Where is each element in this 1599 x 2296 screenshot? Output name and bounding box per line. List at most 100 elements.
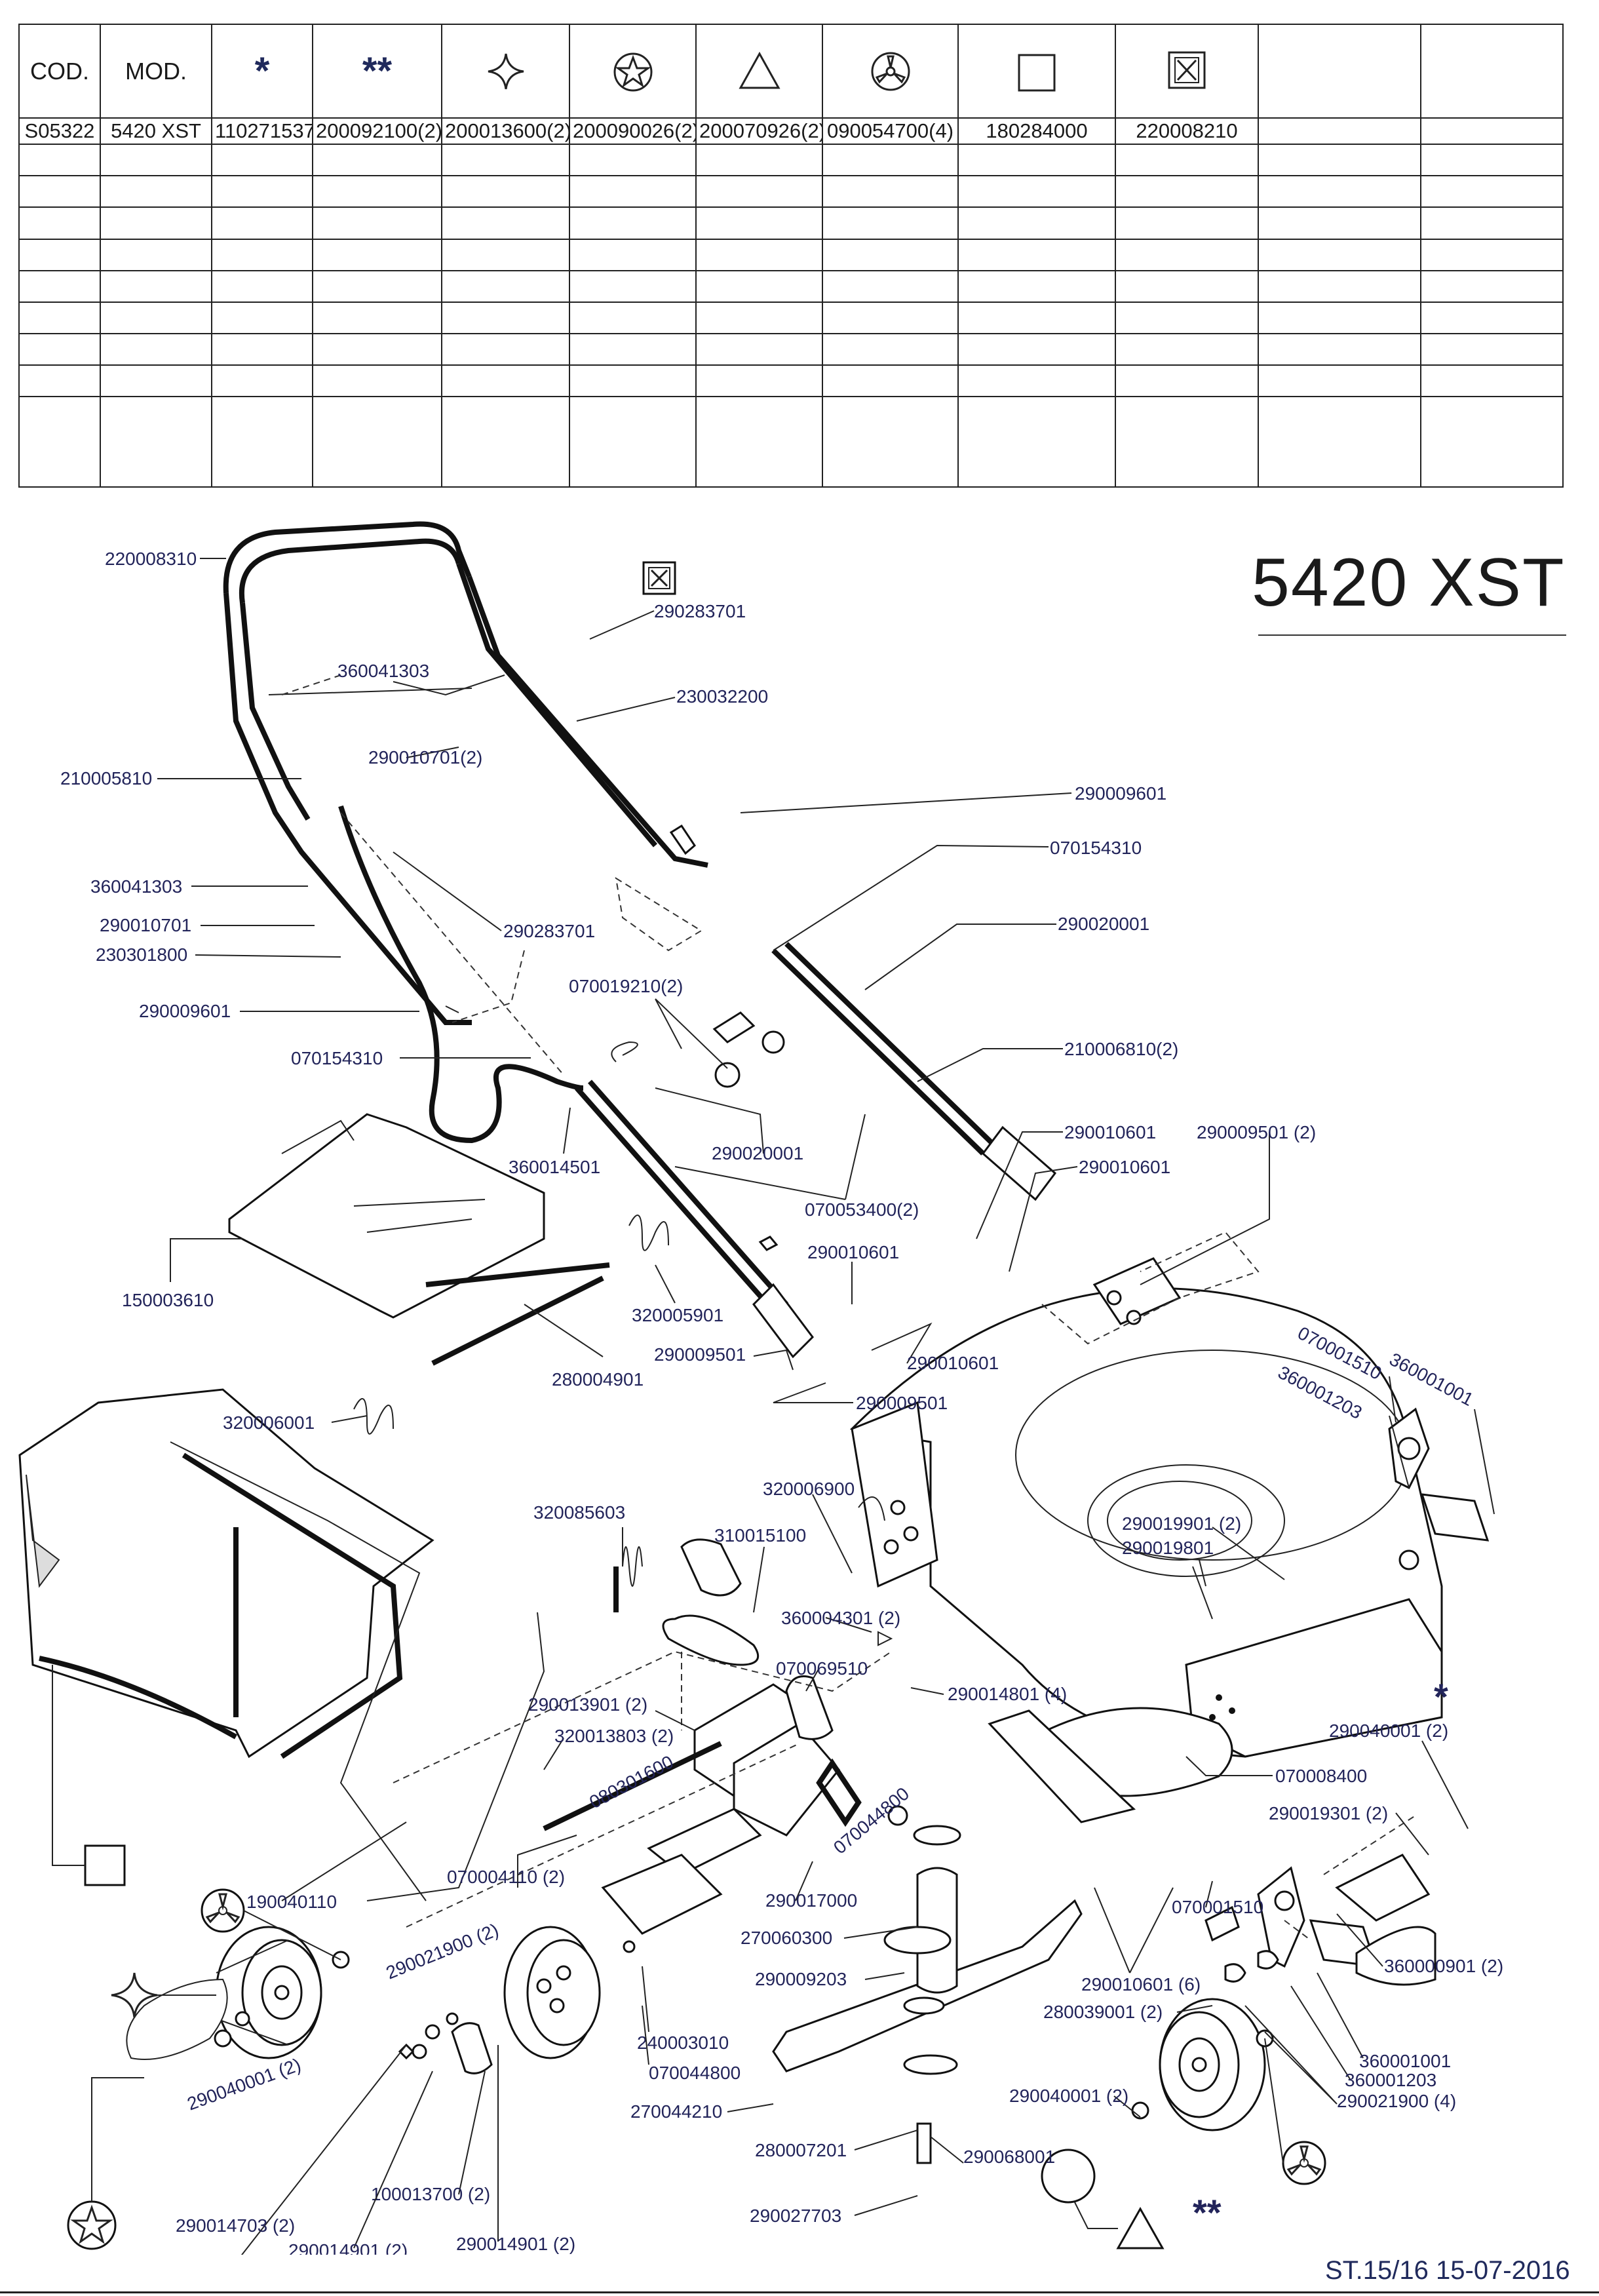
triangle-icon [695,24,823,119]
cross-star-icon [441,24,570,119]
part-label: 100013700 (2) [371,2184,490,2204]
cell-empty-1 [1258,117,1421,146]
table-row-empty [18,364,1564,398]
part-label: 290020001 [1058,914,1149,934]
col-cod-header: COD. [18,24,101,119]
parts-table: COD. MOD. * ** [18,24,1564,488]
part-label: 080301600 [586,1751,676,1812]
model-title: 5420 XST [1252,545,1566,621]
part-label: 320005901 [632,1305,723,1325]
bottom-rule [0,2291,1599,2293]
part-label: 290014801 (4) [948,1684,1067,1704]
cell-boxed-x: 220008210 [1115,117,1259,146]
part-label: 240003010 [637,2033,729,2053]
rear-flap-drawing [228,1113,610,1366]
part-label: 290019801 [1122,1538,1214,1558]
height-adjuster-drawing [1257,1407,1490,1968]
part-label: 360004301 (2) [781,1608,900,1628]
col-double-star-header: ** [312,24,442,119]
double-star-marker: ** [1193,2192,1222,2233]
lower-handle-drawing [445,942,1057,1359]
col-single-star-header: * [211,24,313,119]
part-label: 070154310 [1050,838,1142,858]
part-label: 290014901 (2) [456,2234,575,2254]
star-circle-symbol-icon [67,2077,144,2250]
boxed-x-icon [1115,24,1259,119]
revision-footer: ST.15/16 15-07-2016 [1325,2256,1570,2285]
part-label: 290020001 [712,1143,803,1163]
table-row: S05322 5420 XST 110271537 200092100(2) 2… [18,117,1564,146]
cell-square: 180284000 [957,117,1116,146]
part-label: 070019210(2) [569,976,683,996]
cell-star-circle: 200090026(2) [569,117,697,146]
table-row-empty [18,144,1564,177]
cell-triangle: 200070926(2) [695,117,823,146]
table-row-empty [18,175,1564,208]
rear-right-wheel-drawing [1041,1905,1436,2204]
part-label: 280039001 (2) [1043,2002,1163,2022]
cell-empty-2 [1420,117,1564,146]
grass-bag-drawing [18,1388,545,1901]
front-left-wheel-drawing [126,1926,350,2060]
cell-cross-star: 200013600(2) [441,117,570,146]
part-label: 070001510 [1172,1897,1263,1917]
cell-fan-circle: 090054700(4) [822,117,959,146]
part-label: 070044800 [649,2063,741,2083]
part-label: 290009501 [654,1344,746,1365]
part-label: 070004110 (2) [447,1867,565,1887]
bag-square-symbol-icon [52,1665,126,1886]
part-label: 320013803 (2) [554,1726,674,1746]
part-label: 070154310 [291,1048,383,1068]
part-label: 290021900 (2) [383,1920,502,1983]
part-label: 290010601 (6) [1081,1974,1201,1994]
boxed-x-symbol-icon [642,561,676,595]
part-label: 290068001 [963,2147,1055,2167]
table-header-row: COD. MOD. * ** [18,24,1564,119]
part-label: 070008400 [1275,1766,1367,1786]
part-label: 290010701 [100,915,191,935]
part-label: 290040001 (2) [1329,1721,1448,1741]
part-label: 230032200 [676,686,768,707]
part-label: 270060300 [741,1928,832,1948]
table-row-empty [18,396,1564,488]
part-label: 360041303 [337,661,429,681]
part-label: 270044210 [630,2101,722,2122]
part-label: 280004901 [552,1369,644,1390]
star-circle-icon [569,24,697,119]
part-label: 290010601 [807,1242,899,1262]
small-springs-drawing [353,1041,893,1646]
part-label: 320006900 [763,1479,855,1499]
part-label: 290009501 [856,1393,948,1413]
part-label: 360001203 [1345,2070,1436,2090]
part-label: 290027703 [750,2206,841,2226]
part-label: 220008310 [105,549,197,569]
col-empty-header-1 [1258,24,1421,119]
part-label: 290010601 [1064,1122,1156,1142]
part-label: 360001001 [1386,1349,1476,1410]
drive-belt-drawing [613,1566,760,1666]
part-label: 290040001 (2) [1009,2086,1128,2106]
part-label: 290019901 (2) [1122,1513,1241,1534]
col-empty-header-2 [1420,24,1564,119]
part-label: 320085603 [533,1502,625,1523]
square-icon [957,24,1116,119]
part-label: 310015100 [714,1525,806,1546]
table-row-empty [18,301,1564,335]
table-row-empty [18,206,1564,240]
part-label: 290013901 (2) [528,1694,647,1715]
part-label: 360001001 [1359,2051,1451,2071]
upper-handle-drawing [223,521,708,1144]
part-label: 290021900 (4) [1337,2091,1456,2111]
part-label: 290010601 [1079,1157,1170,1177]
part-label: 360014501 [509,1157,600,1177]
part-label: 290040001 (2) [184,2054,303,2114]
part-label: 290017000 [765,1890,857,1911]
cross-star-symbol-icon [111,1972,216,2018]
cell-mod: 5420 XST [100,117,212,146]
exploded-diagram: * ** 220008310 290283701 360041303 23003… [18,521,1503,2255]
part-label: 290019301 (2) [1269,1803,1388,1823]
part-label: 290009203 [755,1969,847,1989]
part-label: 290010601 [907,1353,999,1373]
part-label: 290010701(2) [368,747,482,768]
